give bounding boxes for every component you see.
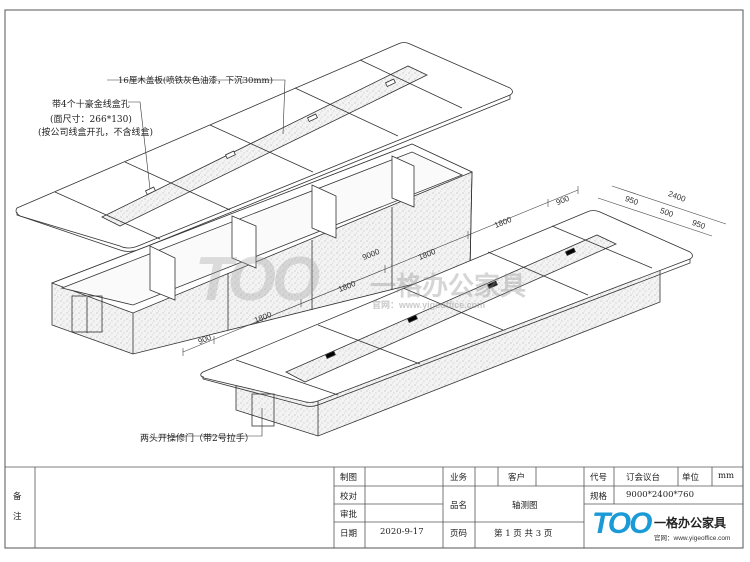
page-value: 第 1 页 共 3 页	[494, 529, 553, 539]
watermark-url: 官网：www.yigeoffice.com	[372, 300, 486, 310]
spec-value: 9000*2400*760	[626, 490, 694, 500]
leader-line-doors	[158, 408, 263, 437]
outer-frame	[4, 9, 744, 549]
row-drawing-label: 制图	[340, 473, 358, 483]
customer-label: 客户	[508, 473, 526, 483]
watermark-brand: TOO	[195, 245, 320, 314]
name-value: 轴测图	[512, 501, 538, 511]
logo-brand: TOO	[592, 507, 652, 540]
wire-box-annotation-2: (面尺寸：266*130)	[50, 115, 132, 125]
unit-label: 单位	[682, 473, 700, 483]
logo: TOO 一格办公家具 官网：www.yigeoffice.com	[592, 508, 740, 546]
unit-value: mm	[718, 471, 735, 481]
notes-label: 备 注	[13, 492, 22, 522]
base-frame	[50, 143, 473, 355]
row-check-label: 校对	[340, 492, 358, 502]
name-label: 品名	[450, 501, 468, 511]
wire-box-annotation-3: (按公司线盒开孔，不含线盒)	[38, 128, 154, 138]
business-label: 业务	[450, 473, 468, 483]
dimension-lines	[182, 185, 727, 356]
leader-lines-upper	[107, 79, 286, 190]
page-label: 页码	[450, 529, 468, 539]
doors-annotation: 两头开操修门（带2号拉手）	[140, 434, 254, 444]
watermark-company: 一格办公家具	[370, 272, 527, 302]
assembled-table	[200, 210, 693, 437]
logo-company: 一格办公家具	[654, 516, 727, 530]
wire-box-annotation-1: 带4个十豪金线盒孔	[52, 100, 130, 110]
date-value: 2020-9-17	[380, 527, 424, 537]
top-panel	[15, 42, 513, 252]
logo-url: 官网：www.yigeoffice.com	[654, 535, 731, 542]
spec-label: 规格	[590, 492, 608, 502]
code-value: 订会议台	[626, 473, 661, 483]
top-cover-annotation: 16厘木盖板(喷铁灰色油漆，下沉30mm)	[118, 76, 273, 86]
row-approve-label: 审批	[340, 510, 358, 520]
row-date-label: 日期	[340, 529, 358, 539]
code-label: 代号	[590, 473, 608, 483]
